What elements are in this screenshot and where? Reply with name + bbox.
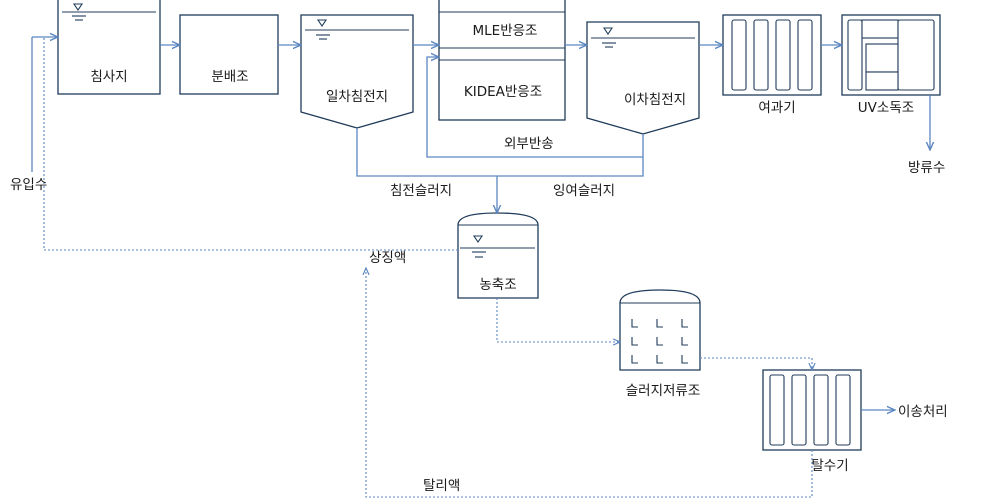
secondary-clarifier-label: 이차침전지 bbox=[624, 92, 686, 108]
kidea-reactor-label: KIDEA반응조 bbox=[464, 84, 542, 100]
primary-sludge-label: 침전슬러지 bbox=[390, 183, 452, 199]
excess-sludge-label: 잉여슬러지 bbox=[553, 183, 615, 199]
thickener: 농축조 bbox=[457, 212, 539, 299]
influent-label: 유입수 bbox=[10, 177, 47, 193]
external-return-label: 외부반송 bbox=[504, 136, 554, 152]
uv-disinfection: UV소독조 bbox=[841, 14, 941, 116]
effluent-label: 방류수 bbox=[908, 160, 945, 176]
sludge-storage: 슬러지저류조 bbox=[619, 289, 701, 399]
mle-reactor-label: MLE반응조 bbox=[473, 23, 538, 39]
grit-chamber: 침사지 bbox=[57, 0, 161, 95]
secondary-clarifier: 이차침전지 bbox=[586, 21, 700, 135]
primary-clarifier: 일차침전지 bbox=[300, 14, 414, 129]
sludge-storage-label: 슬러지저류조 bbox=[626, 383, 701, 399]
sludge-collection-line bbox=[356, 128, 644, 177]
supernatant-label: 상징액 bbox=[369, 250, 406, 266]
main-flow-arrows bbox=[32, 37, 930, 150]
dewatering-label: 탈수기 bbox=[811, 458, 848, 474]
thickener-to-storage-line bbox=[496, 298, 620, 342]
uv-disinfection-label: UV소독조 bbox=[858, 100, 914, 116]
grit-chamber-label: 침사지 bbox=[90, 69, 127, 85]
transport-label: 이송처리 bbox=[898, 404, 948, 420]
filtrate-return-line bbox=[366, 268, 813, 498]
filtrate-label: 탈리액 bbox=[423, 478, 460, 494]
distribution-tank: 분배조 bbox=[179, 14, 279, 95]
filter: 여과기 bbox=[722, 14, 822, 116]
primary-clarifier-label: 일차침전지 bbox=[326, 89, 388, 105]
filter-label: 여과기 bbox=[758, 100, 795, 116]
distribution-tank-label: 분배조 bbox=[211, 69, 248, 85]
external-return-line bbox=[426, 57, 643, 158]
storage-to-dewatering-line bbox=[700, 357, 812, 370]
supernatant-return-line bbox=[43, 37, 458, 251]
dewatering-unit: 탈수기 bbox=[762, 369, 862, 474]
bioreactor-block: MLE반응조 KIDEA반응조 bbox=[438, 0, 566, 121]
thickener-label: 농축조 bbox=[479, 277, 516, 293]
